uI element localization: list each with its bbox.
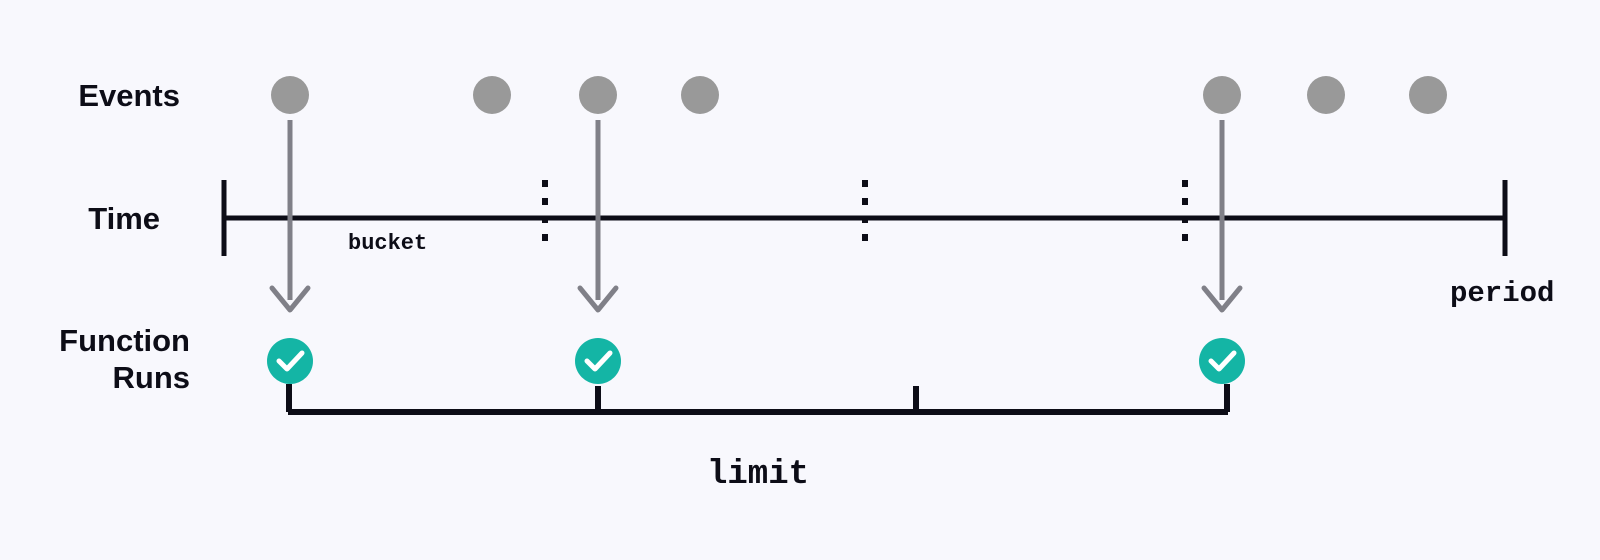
bucket-boundaries: [542, 180, 1188, 250]
period-annotation-label: period: [1450, 277, 1554, 310]
function-run-3[interactable]: [1199, 338, 1245, 384]
event-dot-icon[interactable]: [579, 76, 617, 114]
limit-bracket: [286, 384, 1230, 415]
run-circle: [575, 338, 621, 384]
function-run-2[interactable]: [575, 338, 621, 384]
row-label-time: Time: [88, 201, 160, 236]
row-label-function-runs-line1: Function: [59, 323, 190, 358]
check-circle-icon: [276, 350, 305, 372]
connector-event-1: [269, 120, 311, 313]
run-circle: [267, 338, 313, 384]
function-run-1[interactable]: [267, 338, 313, 384]
event-dot-icon[interactable]: [1409, 76, 1447, 114]
event-dot-icon[interactable]: [271, 76, 309, 114]
check-circle-icon: [584, 350, 613, 372]
connector-event-3: [577, 120, 619, 313]
event-dot-icon[interactable]: [1307, 76, 1345, 114]
event-dot-icon[interactable]: [473, 76, 511, 114]
row-label-events: Events: [78, 78, 180, 113]
bucket-annotation-label: bucket: [348, 231, 427, 256]
function-runs-row: [267, 338, 1245, 384]
down-arrow-icon: [269, 285, 311, 313]
event-dot-icon[interactable]: [1203, 76, 1241, 114]
down-arrow-icon: [1201, 285, 1243, 313]
run-circle: [1199, 338, 1245, 384]
row-label-function-runs-line2: Runs: [113, 360, 191, 395]
limit-annotation-label: limit: [707, 456, 809, 494]
down-arrow-icon: [577, 285, 619, 313]
events-row: [271, 76, 1447, 114]
check-circle-icon: [1208, 350, 1237, 372]
event-dot-icon[interactable]: [681, 76, 719, 114]
event-to-run-connectors: [269, 120, 1243, 313]
connector-event-5: [1201, 120, 1243, 313]
